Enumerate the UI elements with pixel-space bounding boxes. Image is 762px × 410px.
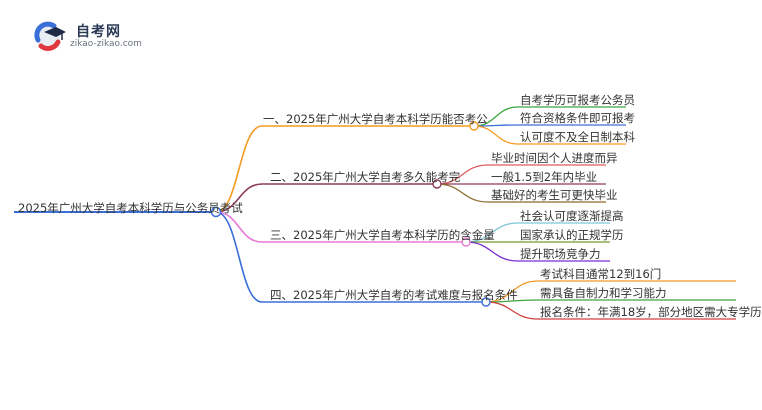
branch-2-leaf-3: 基础好的考生可更快毕业 bbox=[491, 188, 618, 202]
branch-4-leaf-2: 需具备自制力和学习能力 bbox=[540, 286, 667, 300]
branch-4-connector bbox=[215, 211, 263, 303]
branch-1-leaf-3-connector bbox=[473, 125, 519, 145]
branch-3-leaf-3-connector bbox=[465, 241, 519, 262]
mindmap-root: 2025年广州大学自考本科学历与公务员考试 bbox=[18, 201, 243, 215]
graduation-cap-icon bbox=[34, 21, 66, 51]
branch-2-connector bbox=[215, 183, 263, 213]
branch-2-leaf-2: 一般1.5到2年内毕业 bbox=[491, 170, 598, 184]
branch-2-leaf-1: 毕业时间因个人进度而异 bbox=[491, 151, 618, 165]
root-node bbox=[210, 206, 222, 218]
branch-4-leaf-3: 报名条件：年满18岁，部分地区需大专学历 bbox=[540, 305, 762, 319]
branch-4-leaf-1: 考试科目通常12到16门 bbox=[540, 267, 662, 281]
branch-1-leaf-2: 符合资格条件即可报考 bbox=[520, 111, 635, 125]
branch-4-leaf-3-connector bbox=[485, 301, 539, 320]
branch-2-leaf-3-connector bbox=[436, 183, 489, 203]
branch-3-leaf-2: 国家承认的正规学历 bbox=[520, 228, 624, 242]
branch-1-label: 一、2025年广州大学自考本科学历能否考公 bbox=[263, 112, 488, 126]
branch-3-leaf-1: 社会认可度逐渐提高 bbox=[520, 209, 624, 223]
logo-url: zikao-zikao.com bbox=[70, 39, 142, 49]
logo-title: 自考网 bbox=[76, 24, 121, 40]
branch-1-leaf-3: 认可度不及全日制本科 bbox=[520, 130, 635, 144]
branch-4-node bbox=[481, 297, 491, 307]
branch-1-connector bbox=[215, 125, 263, 213]
branch-3-connector bbox=[215, 211, 263, 243]
branch-2-node bbox=[432, 179, 442, 189]
branch-1-node bbox=[469, 121, 479, 131]
branch-3-node bbox=[461, 237, 471, 247]
branch-2-label: 二、2025年广州大学自考多久能考完 bbox=[270, 170, 461, 184]
branch-1-leaf-1: 自考学历可报考公务员 bbox=[520, 93, 635, 107]
branch-3-label: 三、2025年广州大学自考本科学历的含金量 bbox=[270, 228, 495, 242]
branch-3-leaf-3: 提升职场竞争力 bbox=[520, 247, 601, 261]
branch-4-label: 四、2025年广州大学自考的考试难度与报名条件 bbox=[270, 288, 518, 302]
site-logo: 自考网 zikao-zikao.com bbox=[32, 20, 162, 52]
